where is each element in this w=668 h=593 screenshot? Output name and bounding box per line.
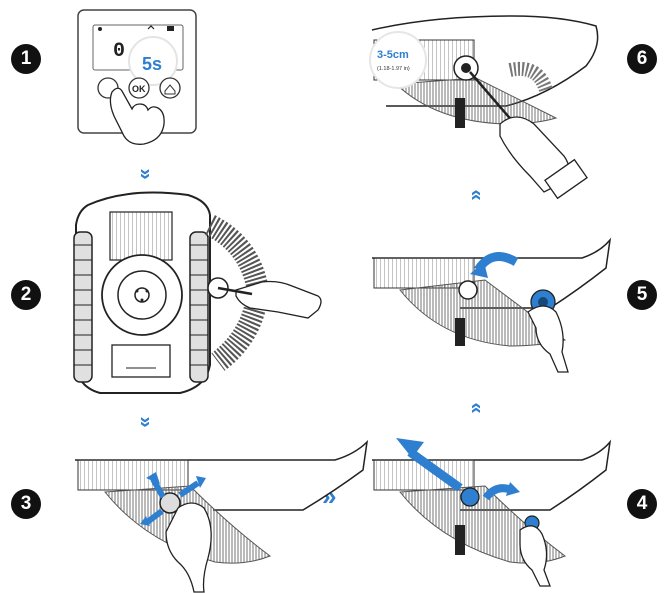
step-badge-2: 2 (11, 280, 41, 310)
pressing-hand-icon (109, 87, 165, 145)
side-brush (204, 215, 270, 371)
sleeve-6 (544, 158, 588, 200)
hold-time-label: 5s (142, 54, 162, 74)
step4-unscrew (372, 438, 612, 587)
measurement-note: (1.18-1.97 in) (377, 66, 410, 72)
left-wheel (73, 231, 93, 383)
chassis-outline-3 (75, 439, 369, 511)
step-badge-5: 5 (627, 280, 657, 310)
battery-icon (167, 26, 174, 31)
measurement-bubble (369, 31, 427, 89)
wifi-icon (147, 25, 155, 30)
accent-arrow-3c (144, 508, 164, 526)
status-dot-icon (98, 27, 102, 31)
wheel-treads (74, 244, 208, 366)
brush-nut-3 (159, 492, 181, 514)
right-wheel (189, 231, 209, 383)
ok-button (128, 77, 150, 99)
screwdriver-hand-4 (519, 525, 551, 587)
brush-shaft-marker-6 (455, 98, 465, 128)
holding-hand-5 (527, 305, 569, 373)
chassis-detail-3 (77, 459, 189, 491)
step-badge-4: 4 (627, 489, 657, 519)
mount-point-5 (458, 280, 478, 300)
step2-mower-underside (73, 191, 322, 394)
ok-button-label: OK (132, 84, 146, 94)
brush-shaft-marker-4 (455, 525, 465, 555)
screw-4 (460, 487, 480, 507)
gripping-hand-3 (165, 502, 212, 593)
step-badge-3: 3 (11, 489, 41, 519)
step6-measure: 3-5cm (1.18-1.97 in) (369, 15, 599, 200)
step3-remove-brush (75, 439, 369, 593)
home-button (159, 77, 181, 99)
accent-arrow-3a (150, 477, 166, 499)
brush-bristles-5 (399, 279, 567, 347)
lift-arrow-4 (407, 448, 463, 492)
measurement-distance: 3-5cm (377, 49, 409, 61)
step-badge-1: 1 (11, 44, 41, 74)
side-brush-6 (508, 62, 553, 93)
step1-control-panel: 0 0 5s OK (77, 9, 197, 145)
front-grille (109, 211, 173, 261)
step5-reinstall (372, 237, 612, 373)
accent-arrow-3b (178, 480, 200, 498)
hold-time-bubble (128, 36, 178, 86)
brush-shaft-marker-5 (455, 318, 465, 346)
blade-hub (134, 287, 150, 303)
step-badge-6: 6 (627, 44, 657, 74)
rear-battery-cover (111, 344, 171, 378)
home-icon (164, 84, 176, 95)
cleaning-hand-icon (235, 280, 322, 319)
